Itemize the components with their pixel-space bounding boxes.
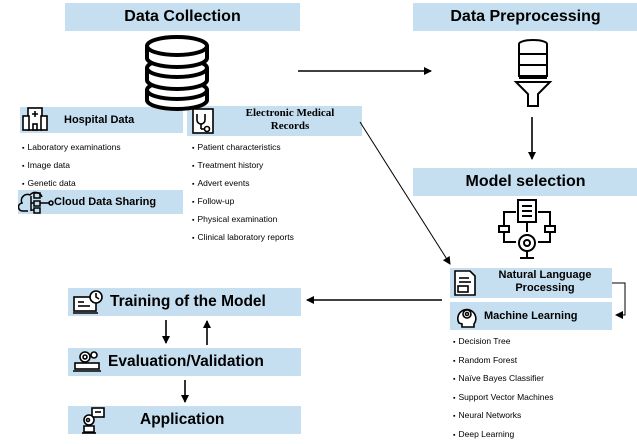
arrow-nlp-to-ml	[612, 283, 625, 315]
arrow-emr-to-nlp	[360, 122, 450, 264]
